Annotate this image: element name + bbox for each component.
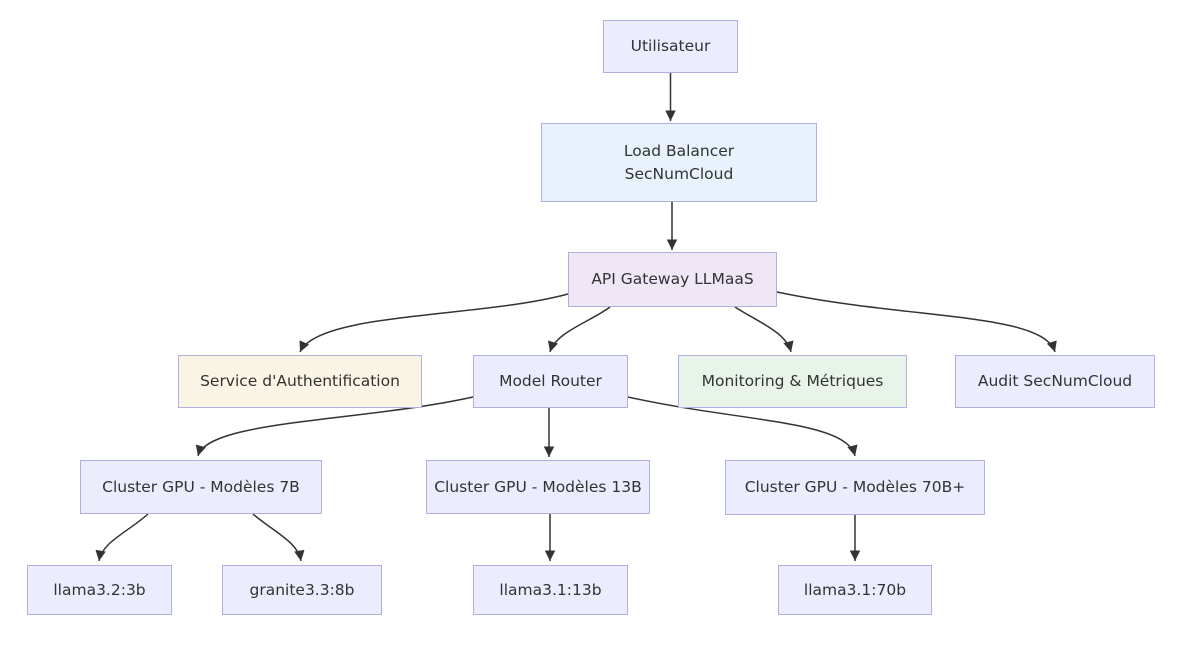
node-label: Cluster GPU - Modèles 70B+: [744, 478, 966, 496]
node-label: llama3.1:70b: [803, 580, 907, 599]
edge-model-router-to-cluster-70b: [627, 396, 858, 457]
node-label: Load Balancer SecNumCloud: [624, 140, 734, 186]
node-label: Model Router: [499, 372, 602, 390]
edge-model-router-to-cluster-7b: [195, 396, 474, 457]
node-granite33-8b: granite3.3:8b: [222, 565, 382, 615]
node-label-line1: Load Balancer: [623, 141, 735, 160]
node-label: Cluster GPU - Modèles 7B: [102, 477, 300, 496]
node-label: Cluster GPU - Modèles 13B: [434, 477, 642, 496]
node-api-gateway: API Gateway LLMaaS: [568, 252, 777, 307]
node-auth-service: Service d'Authentification: [178, 355, 422, 408]
node-label: Monitoring & Métriques: [701, 372, 884, 390]
node-label-line2: SecNumCloud: [624, 164, 734, 183]
edge-cluster-7b-to-granite33-8b: [252, 513, 305, 562]
node-llama31-13b: llama3.1:13b: [473, 565, 628, 615]
node-label: Utilisateur: [630, 37, 711, 55]
node-cluster-gpu-13b: Cluster GPU - Modèles 13B: [426, 460, 650, 514]
node-llama32-3b: llama3.2:3b: [27, 565, 172, 615]
edge-api-gateway-to-audit: [776, 291, 1057, 353]
node-label: llama3.2:3b: [53, 580, 146, 599]
node-llama31-70b: llama3.1:70b: [778, 565, 932, 615]
edge-cluster-7b-to-llama32-3b: [95, 513, 149, 562]
node-load-balancer: Load Balancer SecNumCloud: [541, 123, 817, 202]
node-cluster-gpu-70b: Cluster GPU - Modèles 70B+: [725, 460, 985, 515]
node-label: Service d'Authentification: [200, 372, 400, 390]
edge-api-gateway-to-model-router: [548, 306, 611, 353]
node-audit: Audit SecNumCloud: [955, 355, 1155, 408]
node-cluster-gpu-7b: Cluster GPU - Modèles 7B: [80, 460, 322, 514]
edge-api-gateway-to-monitoring: [734, 306, 794, 353]
node-label: granite3.3:8b: [249, 580, 355, 599]
node-utilisateur: Utilisateur: [603, 20, 738, 73]
node-label: Audit SecNumCloud: [977, 372, 1133, 390]
node-monitoring: Monitoring & Métriques: [678, 355, 907, 408]
edge-api-gateway-to-auth: [299, 293, 569, 353]
node-label: API Gateway LLMaaS: [591, 270, 754, 288]
node-label: llama3.1:13b: [499, 580, 602, 599]
node-model-router: Model Router: [473, 355, 628, 408]
